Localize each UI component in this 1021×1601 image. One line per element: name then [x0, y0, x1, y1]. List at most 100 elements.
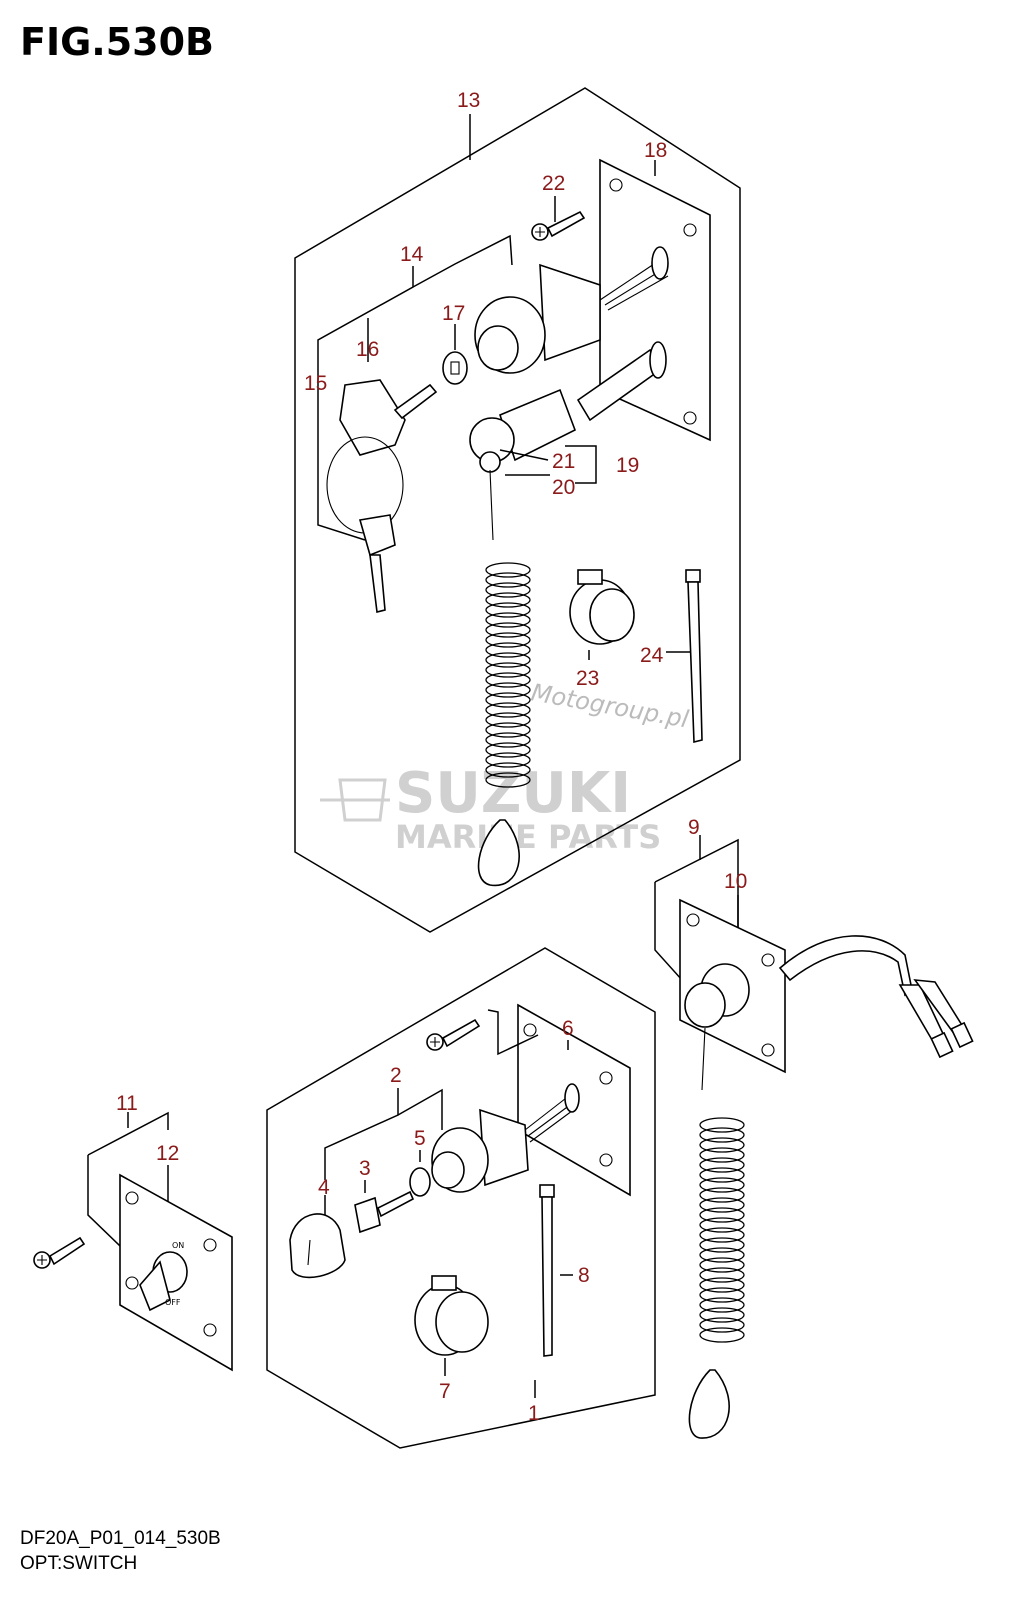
- lanyard-coil-20: [485, 562, 531, 788]
- screw-22: [531, 210, 586, 241]
- main-switch-14: [474, 246, 669, 374]
- coil-loop: [485, 602, 531, 618]
- main-switch-2: [431, 1083, 580, 1193]
- lanyard-clip-icon: [688, 1369, 730, 1439]
- coil-loop: [699, 1127, 745, 1143]
- watermark-line2: MARINE PARTS: [395, 818, 661, 856]
- plate-hole-icon: [599, 1071, 613, 1085]
- coil-loop: [485, 562, 531, 578]
- watermark-line1: SUZUKI: [395, 761, 631, 826]
- callout-18: 18: [644, 139, 667, 162]
- group-box-1: [266, 947, 656, 1449]
- plate-hole-icon: [599, 1153, 613, 1167]
- callout-8: 8: [578, 1264, 590, 1287]
- toggle-switch-11: [139, 1251, 188, 1312]
- plate-hole-icon: [523, 1023, 537, 1037]
- leader-lines-top: [317, 114, 690, 660]
- plate-hole-icon: [761, 1043, 775, 1057]
- coil-loop: [485, 652, 531, 668]
- coil-loop: [485, 732, 531, 748]
- callout-9: 9: [688, 816, 700, 839]
- cap-slot-icon: [450, 361, 460, 375]
- callout-13: 13: [457, 89, 480, 112]
- plate-hole-icon: [609, 178, 623, 192]
- plate-hole-icon: [203, 1323, 217, 1337]
- screw-bottom: [426, 1018, 481, 1051]
- coil-loop: [485, 702, 531, 718]
- coil-loop: [485, 622, 531, 638]
- key-cover-4: [289, 1213, 346, 1279]
- lanyard-cord: [701, 1027, 706, 1091]
- plate-hole-icon: [125, 1276, 139, 1290]
- callout-16: 16: [356, 338, 379, 361]
- stop-switch-10: [684, 935, 974, 1059]
- cover-cap-7: [414, 1275, 489, 1356]
- coil-loop: [485, 632, 531, 648]
- coil-loop: [699, 1327, 745, 1343]
- coil-loop: [485, 612, 531, 628]
- cap-17: [442, 351, 468, 385]
- coil-loop: [485, 572, 531, 588]
- plate-hole-icon: [761, 953, 775, 967]
- coil-loop: [699, 1157, 745, 1173]
- callout-17: 17: [442, 302, 465, 325]
- callout-2: 2: [390, 1064, 402, 1087]
- coil-loop: [485, 682, 531, 698]
- figure-title: FIG.530B: [20, 20, 215, 64]
- coil-loop: [699, 1307, 745, 1323]
- coil-loop: [699, 1277, 745, 1293]
- plate-hole-icon: [683, 411, 697, 425]
- coil-loop: [485, 752, 531, 768]
- callout-3: 3: [359, 1157, 371, 1180]
- group-box-13: [294, 87, 741, 933]
- key-3: [354, 1190, 415, 1234]
- coil-loop: [485, 692, 531, 708]
- coil-loop: [699, 1297, 745, 1313]
- coil-loop: [485, 712, 531, 728]
- coil-loop: [699, 1187, 745, 1203]
- callout-14: 14: [400, 243, 424, 266]
- callout-24: 24: [640, 644, 664, 667]
- lanyard-coil-right: [699, 1117, 745, 1343]
- coil-loop: [485, 772, 531, 788]
- coil-loop: [485, 592, 531, 608]
- coil-loop: [699, 1257, 745, 1273]
- callout-1: 1: [528, 1402, 540, 1425]
- callout-10: 10: [724, 870, 747, 893]
- callout-6: 6: [562, 1017, 574, 1040]
- watermark-logo-icon: [320, 778, 390, 822]
- coil-loop: [699, 1217, 745, 1233]
- lanyard-cord: [489, 469, 494, 541]
- callout-12: 12: [156, 1142, 179, 1165]
- coil-loop: [485, 722, 531, 738]
- coil-loop: [699, 1197, 745, 1213]
- coil-loop: [699, 1237, 745, 1253]
- callout-4: 4: [318, 1176, 330, 1199]
- coil-loop: [485, 742, 531, 758]
- callout-22: 22: [542, 172, 565, 195]
- plate-hole-icon: [125, 1191, 139, 1205]
- coil-loop: [699, 1167, 745, 1183]
- watermark-line3: Motogroup.pl: [529, 678, 691, 733]
- toggle-on-label: ON: [172, 1241, 184, 1250]
- coil-loop: [699, 1117, 745, 1133]
- callout-23: 23: [576, 667, 599, 690]
- coil-loop: [699, 1207, 745, 1223]
- coil-loop: [699, 1137, 745, 1153]
- callout-19: 19: [616, 454, 639, 477]
- cable-tie-24: [685, 569, 703, 744]
- coil-loop: [485, 642, 531, 658]
- coil-loop: [485, 582, 531, 598]
- callout-15: 15: [304, 372, 327, 395]
- callout-21: 21: [552, 450, 575, 473]
- group-bracket-11: [87, 1111, 169, 1156]
- lanyard-clip-icon: [477, 819, 520, 887]
- screw-toggle: [33, 1236, 86, 1269]
- plate-hole-icon: [686, 913, 700, 927]
- figure-code: DF20A_P01_014_530B: [20, 1528, 221, 1549]
- leader-lines-bottom: [324, 1009, 573, 1398]
- coil-loop: [485, 762, 531, 778]
- coil-loop: [699, 1317, 745, 1333]
- toggle-off-label: OFF: [165, 1298, 181, 1307]
